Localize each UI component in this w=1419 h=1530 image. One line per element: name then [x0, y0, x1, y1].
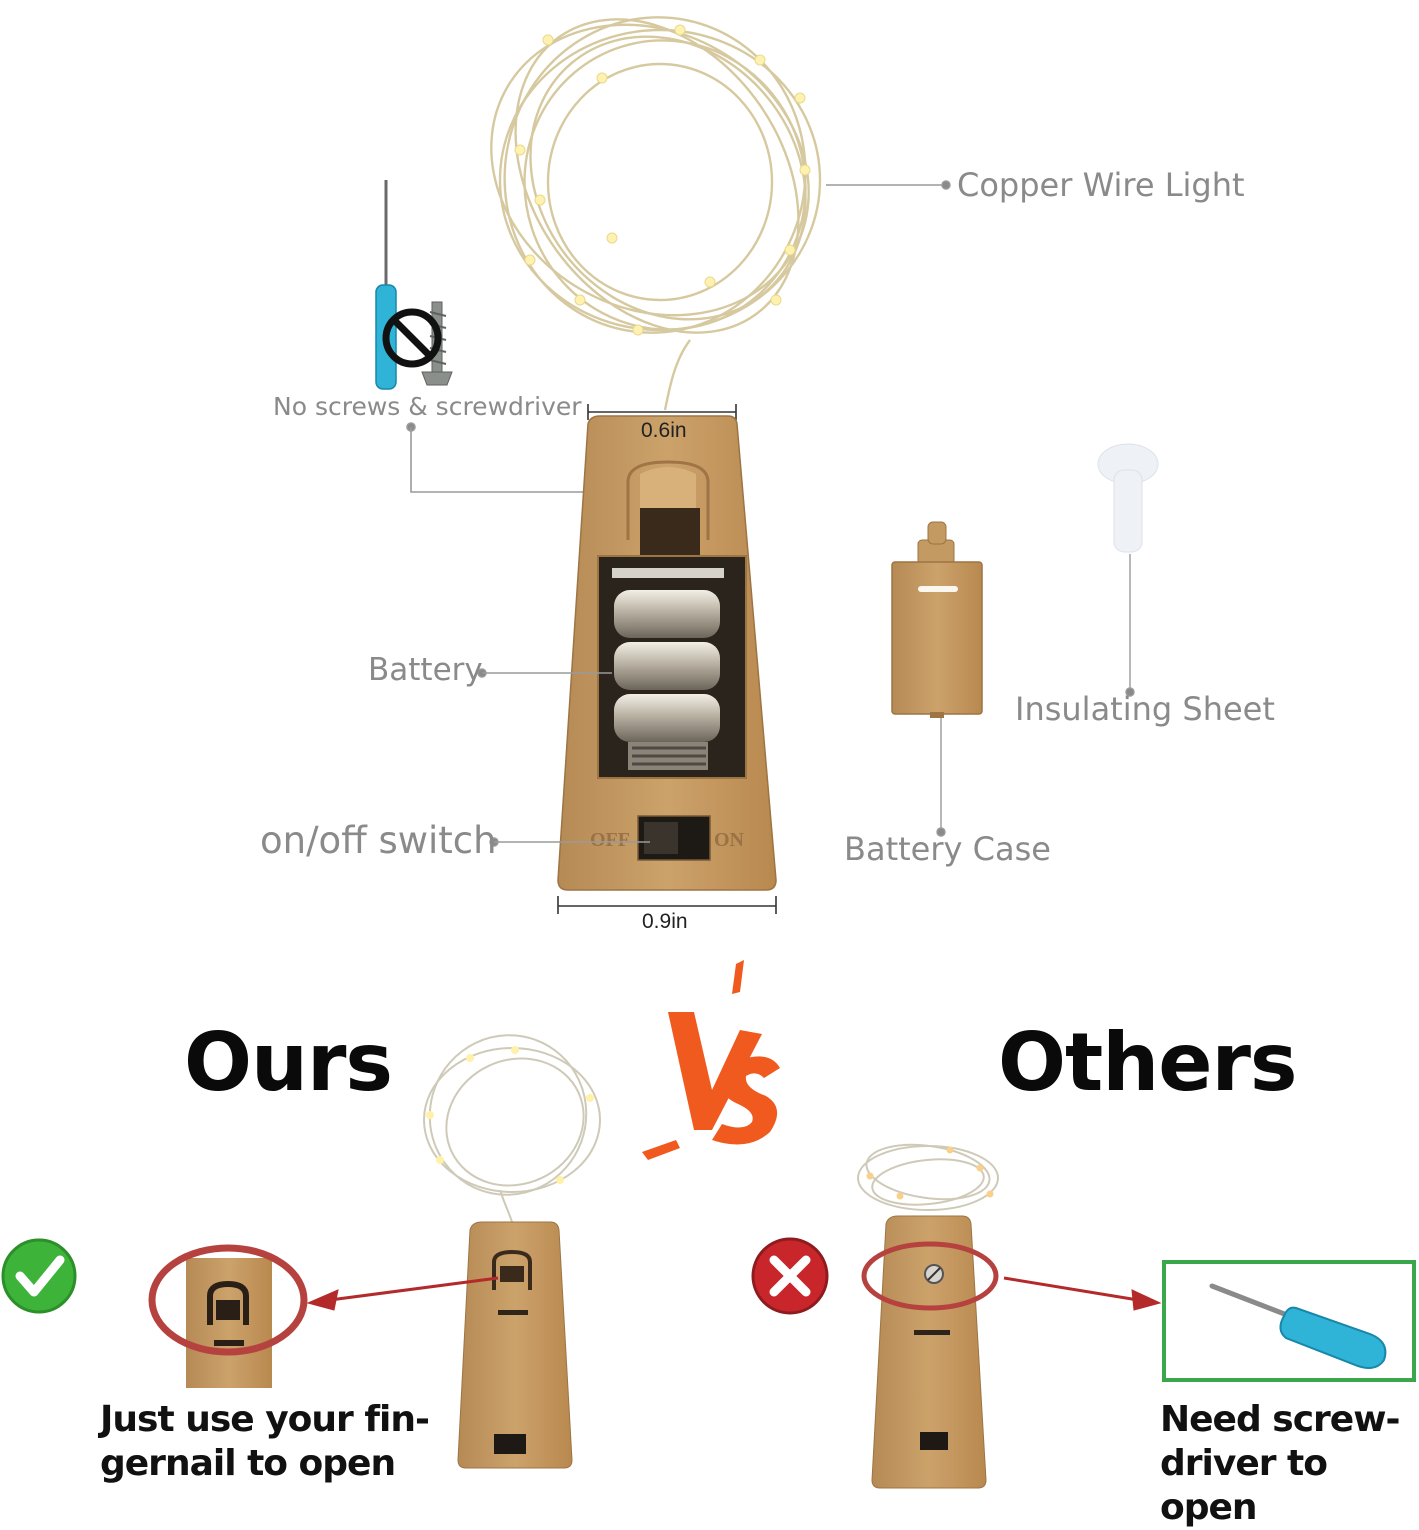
ours-led-beads: [426, 1046, 594, 1184]
ours-caption: Just use your fin- gernail to open: [100, 1398, 430, 1486]
check-icon: [1, 1238, 77, 1314]
others-caption: Need screw- driver to open: [1160, 1398, 1419, 1530]
ours-caption-line2: gernail to open: [100, 1443, 396, 1484]
ours-title: Ours: [184, 1016, 393, 1109]
others-led-beads: [866, 1146, 994, 1200]
others-caption-line1: Need screw-: [1160, 1399, 1400, 1440]
cork-battery-holder: OFF ON: [557, 415, 777, 891]
copper-wire-light-label: Copper Wire Light: [957, 166, 1245, 204]
insulating-sheet-label: Insulating Sheet: [1015, 690, 1275, 728]
leader-insulating-sheet: [1125, 554, 1135, 697]
others-cork: [871, 1215, 987, 1489]
ours-arrow: [306, 1276, 499, 1311]
width-top-label: 0.6in: [641, 419, 687, 442]
copper-wire-light-coil: [490, 16, 822, 411]
leader-battery: [477, 668, 612, 678]
others-title: Others: [998, 1016, 1298, 1109]
ours-zoom-detail: [148, 1244, 308, 1388]
others-wire-coil: [857, 1143, 999, 1211]
others-caption-line2: driver to open: [1160, 1443, 1328, 1528]
screwdriver-box: [1162, 1260, 1416, 1382]
others-arrow: [1003, 1276, 1162, 1311]
leader-copper-wire: [826, 180, 951, 190]
svg-text:OFF: OFF: [590, 829, 630, 851]
svg-text:ON: ON: [714, 829, 745, 851]
leader-no-screws: [406, 422, 640, 493]
vs-graphic: [642, 960, 780, 1160]
leader-battery-case: [936, 718, 946, 837]
cross-icon: [751, 1237, 829, 1315]
no-screws-label: No screws & screwdriver: [273, 392, 582, 421]
ours-wire-coil: [423, 1034, 601, 1223]
dimension-top: [587, 404, 737, 420]
battery-case-label: Battery Case: [844, 830, 1051, 868]
ours-caption-line1: Just use your fin-: [100, 1399, 430, 1440]
ours-cork: [457, 1221, 573, 1469]
prohibited-icon: [382, 308, 442, 368]
leader-switch: [489, 837, 650, 847]
screwdriver-large-icon: [1209, 1283, 1387, 1369]
width-bottom-label: 0.9in: [642, 910, 688, 933]
battery-label: Battery: [368, 652, 483, 688]
others-red-circle: [861, 1241, 999, 1311]
on-off-switch-label: on/off switch: [260, 819, 497, 862]
dimension-bottom: [557, 896, 777, 914]
led-beads: [514, 24, 811, 336]
insulating-sheet: [1097, 443, 1159, 553]
coin-batteries: [614, 590, 720, 770]
battery-case: [891, 521, 983, 718]
